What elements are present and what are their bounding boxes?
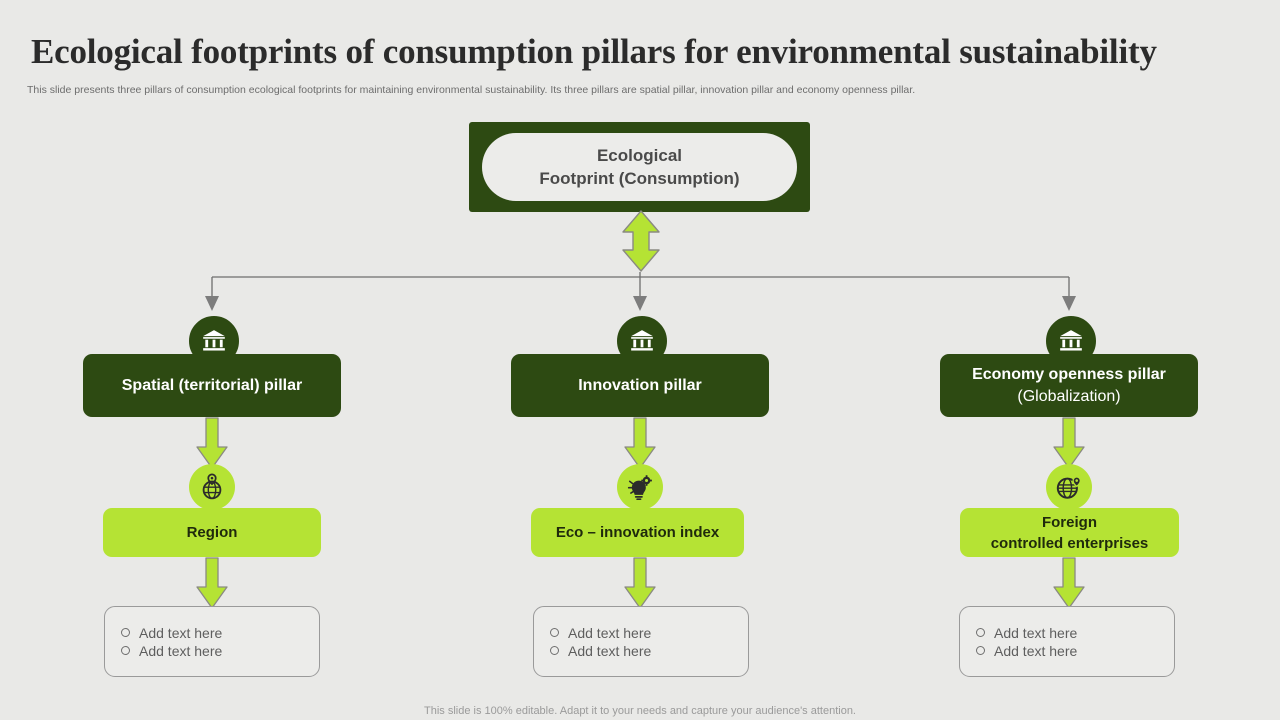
pillar-box-1[interactable]: Spatial (territorial) pillar: [83, 354, 341, 417]
pillar-title-1: Spatial (territorial) pillar: [121, 376, 303, 394]
globe-pin-icon: [202, 473, 222, 500]
globe-location-icon: [1056, 476, 1081, 499]
down-arrow-1b: [196, 557, 228, 609]
bullet-dot-icon: [976, 646, 985, 655]
metric-label-2: Eco – innovation index: [555, 524, 720, 541]
page-title: Ecological footprints of consumption pil…: [31, 32, 1157, 71]
metric-label-3-line2: controlled enterprises: [990, 534, 1149, 552]
bullet-text: Add text here: [568, 642, 652, 659]
list-item: Add text here: [976, 625, 1174, 641]
double-headed-arrow-icon: [622, 210, 660, 272]
metric-box-1[interactable]: Region: [103, 508, 321, 557]
down-arrow-3b: [1053, 557, 1085, 609]
pillar-box-3[interactable]: Economy openness pillar (Globalization): [940, 354, 1198, 417]
list-item: Add text here: [121, 625, 319, 641]
bullet-text: Add text here: [139, 642, 223, 659]
metric-icon-3: [1046, 464, 1092, 510]
bullet-dot-icon: [550, 628, 559, 637]
metric-box-3[interactable]: Foreign controlled enterprises: [960, 508, 1179, 557]
bullet-box-3[interactable]: Add text here Add text here: [959, 606, 1175, 677]
page-subtitle: This slide presents three pillars of con…: [27, 84, 916, 96]
list-item: Add text here: [550, 643, 748, 659]
down-arrow-2b: [624, 557, 656, 609]
down-arrow-1a: [196, 417, 228, 469]
list-item: Add text here: [121, 643, 319, 659]
lightbulb-gear-icon: [627, 475, 652, 500]
pillar-subtitle-3: (Globalization): [1017, 387, 1121, 405]
bullet-text: Add text here: [994, 642, 1078, 659]
metric-label-3-line1: Foreign: [1041, 513, 1097, 531]
slide-footer-note: This slide is 100% editable. Adapt it to…: [424, 705, 856, 717]
bullet-text: Add text here: [568, 624, 652, 641]
bullet-dot-icon: [121, 628, 130, 637]
bullet-dot-icon: [550, 646, 559, 655]
metric-box-2[interactable]: Eco – innovation index: [531, 508, 744, 557]
metric-label-1: Region: [186, 524, 238, 541]
pillar-title-2: Innovation pillar: [578, 376, 702, 394]
root-node-line1: Ecological: [596, 146, 682, 165]
bullet-dot-icon: [976, 628, 985, 637]
bullet-text: Add text here: [994, 624, 1078, 641]
down-arrow-3a: [1053, 417, 1085, 469]
list-item: Add text here: [976, 643, 1174, 659]
bank-building-icon: [631, 330, 653, 351]
list-item: Add text here: [550, 625, 748, 641]
metric-icon-2: [617, 464, 663, 510]
bullet-text: Add text here: [139, 624, 223, 641]
root-node-line2: Footprint (Consumption): [539, 169, 740, 188]
down-arrow-2a: [624, 417, 656, 469]
bullet-box-2[interactable]: Add text here Add text here: [533, 606, 749, 677]
pillar-title-3: Economy openness pillar: [972, 365, 1166, 383]
bank-building-icon: [203, 330, 225, 351]
metric-icon-1: [189, 464, 235, 510]
bank-building-icon: [1060, 330, 1082, 351]
bullet-box-1[interactable]: Add text here Add text here: [104, 606, 320, 677]
pillar-box-2[interactable]: Innovation pillar: [511, 354, 769, 417]
bullet-dot-icon: [121, 646, 130, 655]
